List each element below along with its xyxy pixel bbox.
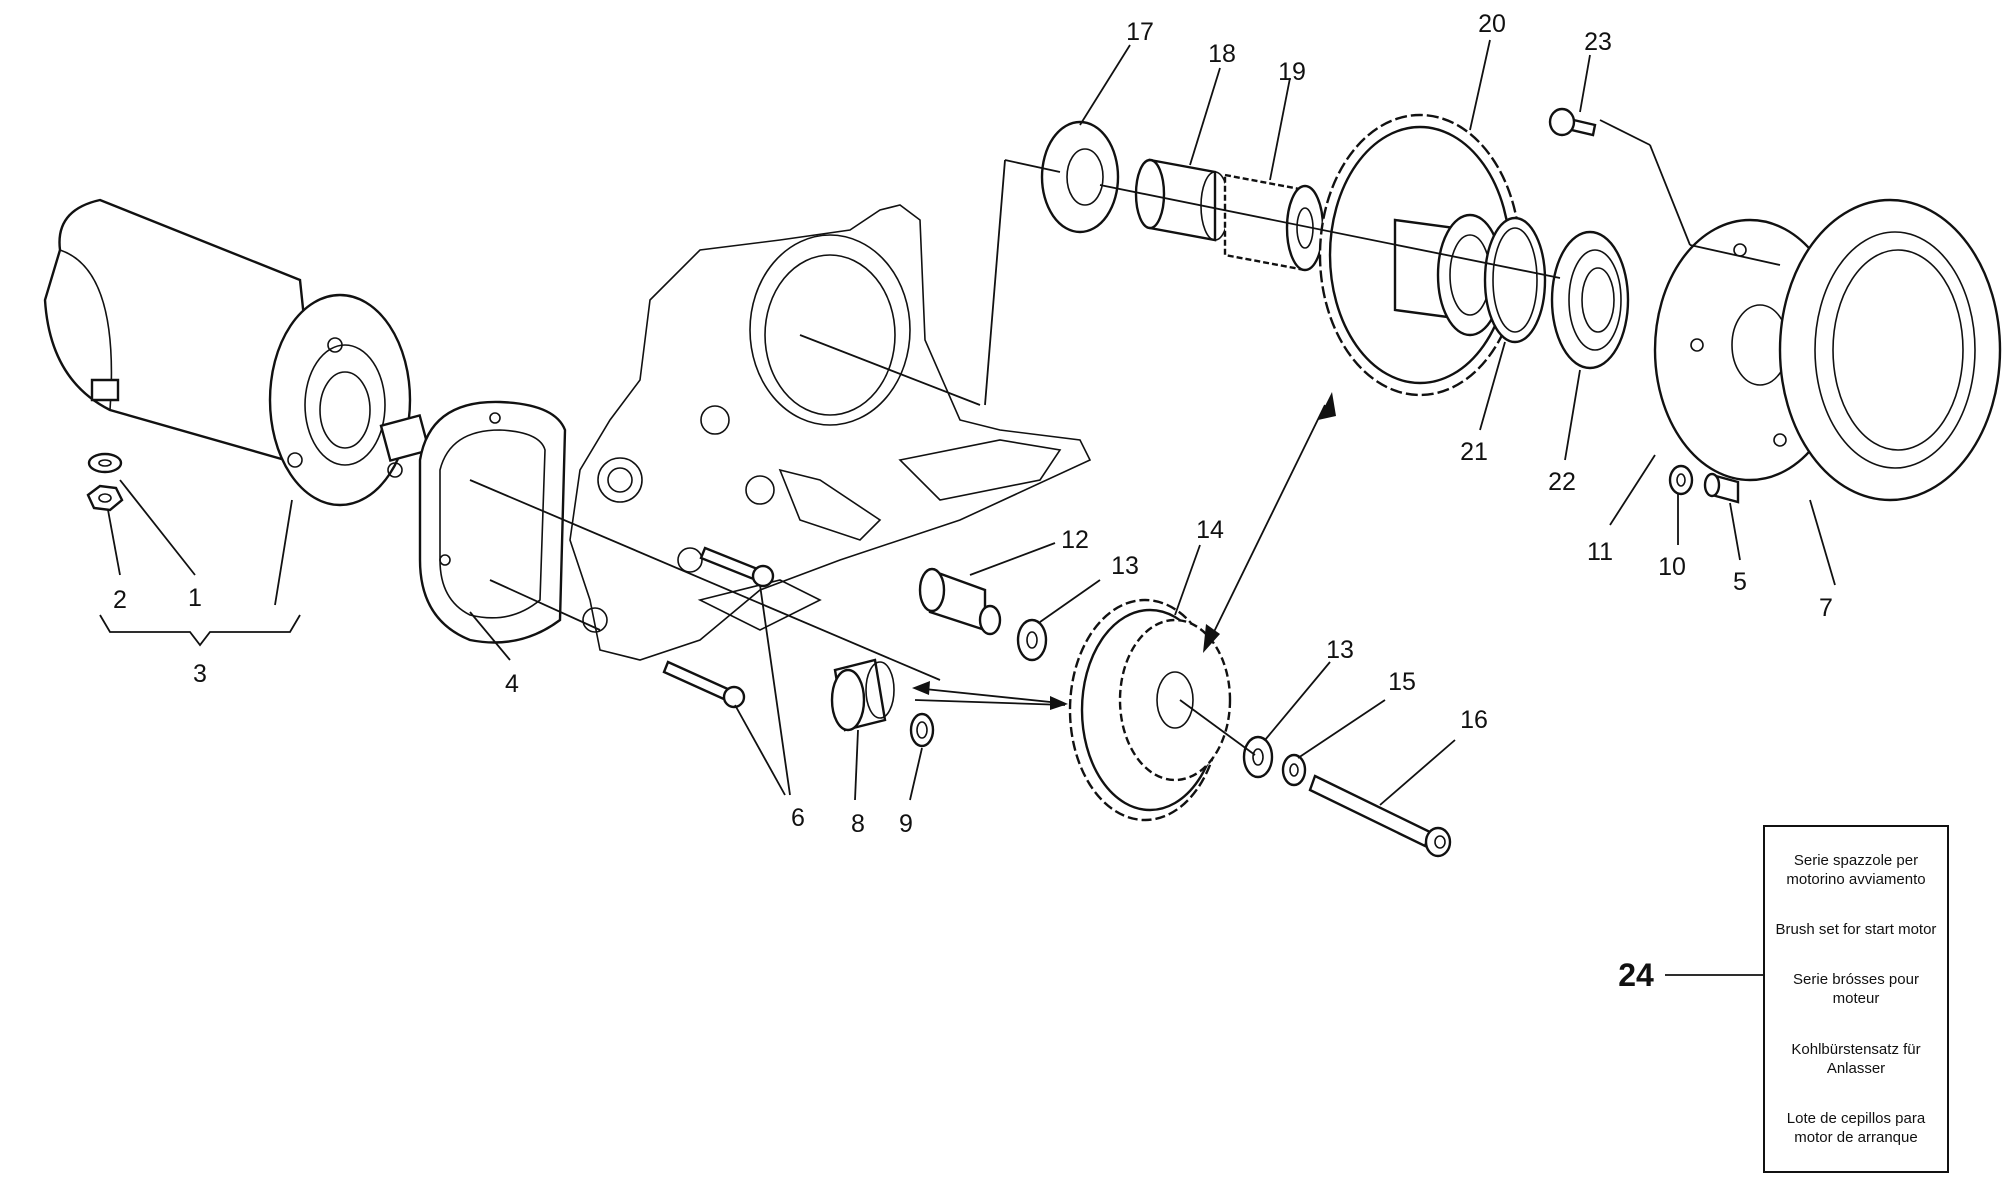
- callout-17: 17: [1126, 18, 1154, 46]
- engagement-arrow: [1203, 392, 1336, 653]
- crankcase-housing: [569, 204, 1092, 661]
- callout-13b: 13: [1326, 636, 1354, 664]
- washer-a: [1016, 618, 1048, 662]
- hub-washer: [1668, 464, 1694, 496]
- callout-5: 5: [1733, 568, 1747, 596]
- callout-8: 8: [851, 810, 865, 838]
- legend-entry-english: Brush set for start motor: [1775, 921, 1937, 939]
- legend-entry-italian: Serie spazzole per motorino avviamento: [1786, 851, 1926, 888]
- brush-set-legend-box: Serie spazzole per motorino avviamento B…: [1763, 825, 1949, 1173]
- hub-stud: [1703, 472, 1740, 504]
- snap-ring: [1483, 216, 1547, 344]
- callout-18: 18: [1208, 40, 1236, 68]
- callout-15: 15: [1388, 668, 1416, 696]
- callout-6: 6: [791, 804, 805, 832]
- callout-21: 21: [1460, 438, 1488, 466]
- legend-entry-french: Serie brósses pour moteur: [1793, 971, 1919, 1008]
- long-bolt: [1308, 774, 1452, 858]
- callout-20: 20: [1478, 10, 1506, 38]
- callout-3: 3: [193, 660, 207, 688]
- hub-screw: [1548, 107, 1597, 137]
- screw-lower: [662, 660, 746, 709]
- bushing: [1134, 158, 1230, 242]
- thrust-washer: [1040, 120, 1120, 234]
- spring-washer: [1281, 753, 1307, 787]
- pinion-gear: [830, 658, 895, 732]
- callout-14: 14: [1196, 516, 1224, 544]
- callout-16: 16: [1460, 706, 1488, 734]
- callout-labels: 1 2 3 4 5 6 7 8 9 10 11 12 13 13 14 15 1…: [113, 10, 1833, 993]
- gasket: [418, 400, 567, 644]
- callout-12: 12: [1061, 526, 1089, 554]
- washer-b: [1242, 735, 1274, 779]
- mesh-arrow: [912, 681, 1068, 710]
- terminal-nut: [86, 484, 124, 512]
- idler-gear: [1068, 598, 1232, 822]
- legend-entry-spanish: Lote de cepillos para motor de arranque: [1786, 1110, 1926, 1147]
- callout-10: 10: [1658, 553, 1686, 581]
- terminal-washer: [87, 452, 123, 474]
- ball-bearing: [1550, 230, 1630, 370]
- legend-entry-german: Kohlbürstensatz für Anlasser: [1791, 1040, 1921, 1077]
- screw-upper: [699, 546, 775, 588]
- idler-shaft: [918, 567, 1002, 636]
- freewheel-gear: [1318, 113, 1522, 397]
- callout-1: 1: [188, 584, 202, 612]
- leader-lines: [99, 39, 1836, 976]
- callout-24: 24: [1618, 957, 1654, 993]
- callout-11: 11: [1587, 538, 1613, 566]
- callout-2: 2: [113, 586, 127, 614]
- callout-13a: 13: [1111, 552, 1139, 580]
- assembly-lines: [469, 119, 1781, 756]
- callout-9: 9: [899, 810, 913, 838]
- callout-23: 23: [1584, 28, 1612, 56]
- callout-4: 4: [505, 670, 519, 698]
- circlip: [909, 712, 935, 748]
- callout-22: 22: [1548, 468, 1576, 496]
- start-motor: [43, 198, 431, 507]
- flywheel-drum: [1778, 198, 2002, 502]
- roller-bearing: [1223, 173, 1325, 272]
- callout-7: 7: [1819, 594, 1833, 622]
- callout-19: 19: [1278, 58, 1306, 86]
